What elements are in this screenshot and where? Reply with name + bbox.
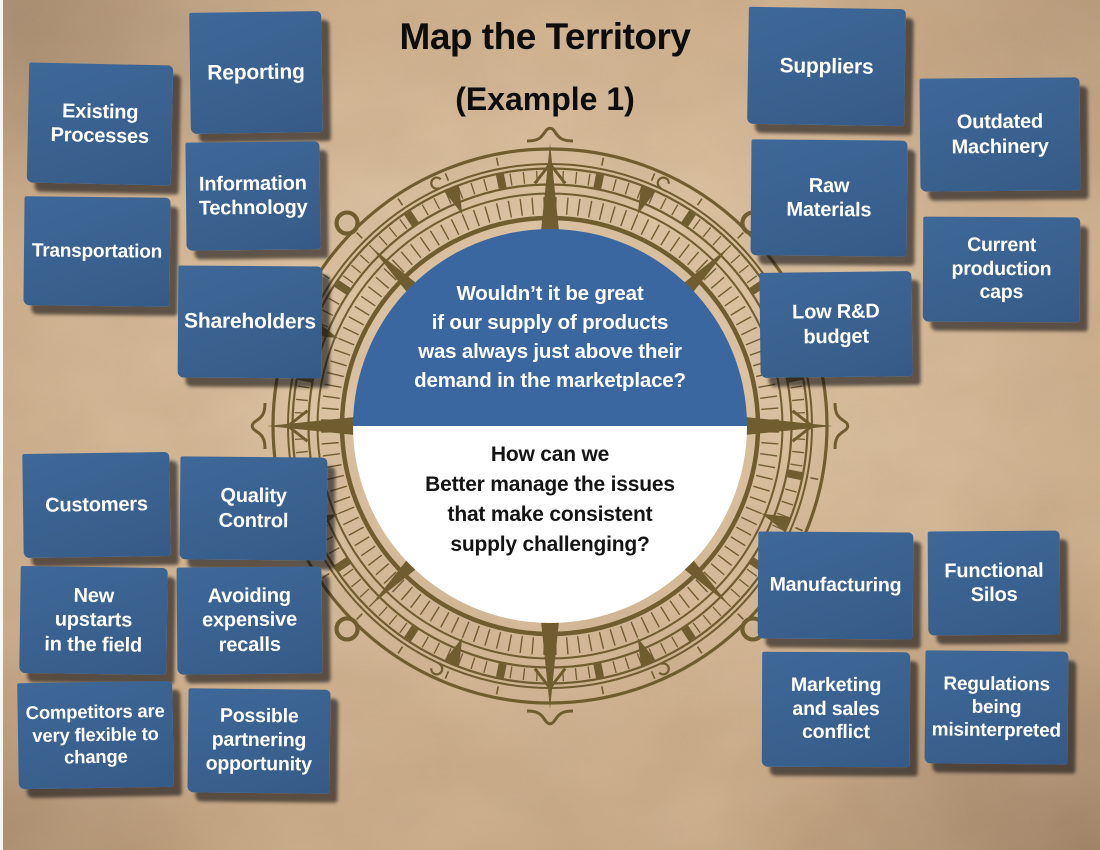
sticky-note-label: Customers [45,493,148,517]
sticky-note-label: Functional Silos [944,559,1044,607]
sticky-note-label: Quality Control [218,484,289,532]
sticky-note-label: Reporting [207,60,305,85]
sticky-note-label: Competitors are very flexible to change [25,700,165,768]
sticky-note-label: Marketing and sales conflict [790,673,882,744]
sticky-note-label: Low R&D budget [791,300,880,348]
sticky-note-label: Outdated Machinery [951,110,1049,158]
sticky-note-information-technology[interactable]: Information Technology [185,141,321,251]
sticky-note-shareholders[interactable]: Shareholders [177,265,323,379]
sticky-note-label: Possible partnering opportunity [205,704,312,776]
sticky-note-transportation[interactable]: Transportation [23,196,171,307]
sticky-note-marketing-sales-conflict[interactable]: Marketing and sales conflict [761,651,911,768]
sticky-note-label: Raw Materials [786,174,872,222]
subtitle-line: (Example 1) [455,81,635,117]
sticky-note-label: New upstarts in the field [44,584,143,657]
sticky-note-functional-silos[interactable]: Functional Silos [927,530,1061,636]
sticky-note-avoiding-recalls[interactable]: Avoiding expensive recalls [176,566,323,675]
sticky-note-label: Existing Processes [50,99,150,149]
sticky-note-label: Suppliers [779,53,874,79]
sticky-note-customers[interactable]: Customers [22,451,171,559]
sticky-note-raw-materials[interactable]: Raw Materials [750,139,908,257]
sticky-note-label: Information Technology [198,172,308,220]
sticky-note-low-rd-budget[interactable]: Low R&D budget [759,271,913,378]
sticky-note-suppliers[interactable]: Suppliers [747,6,906,127]
title-line: Map the Territory [399,16,691,57]
page-left-margin [0,0,3,850]
sticky-note-existing-processes[interactable]: Existing Processes [26,62,174,186]
sticky-note-outdated-machinery[interactable]: Outdated Machinery [919,77,1081,192]
sticky-note-manufacturing[interactable]: Manufacturing [757,531,914,640]
sticky-note-reporting[interactable]: Reporting [189,11,323,134]
sticky-note-new-upstarts[interactable]: New upstarts in the field [19,565,168,676]
sticky-note-label: Transportation [31,240,163,263]
sticky-note-possible-partnering[interactable]: Possible partnering opportunity [187,688,331,794]
sticky-note-competitors-flexible[interactable]: Competitors are very flexible to change [17,680,174,790]
sticky-note-label: Shareholders [184,309,316,334]
sticky-note-quality-control[interactable]: Quality Control [179,456,328,561]
sticky-note-label: Manufacturing [769,573,902,597]
sticky-note-label: Current production caps [951,233,1052,304]
sticky-note-label: Regulations being misinterpreted [931,673,1061,742]
sticky-note-current-production-caps[interactable]: Current production caps [922,216,1081,323]
sticky-note-regulations-misinterpreted[interactable]: Regulations being misinterpreted [924,650,1069,765]
page-title: Map the Territory (Example 1) [340,14,750,118]
sticky-note-label: Avoiding expensive recalls [201,584,298,656]
